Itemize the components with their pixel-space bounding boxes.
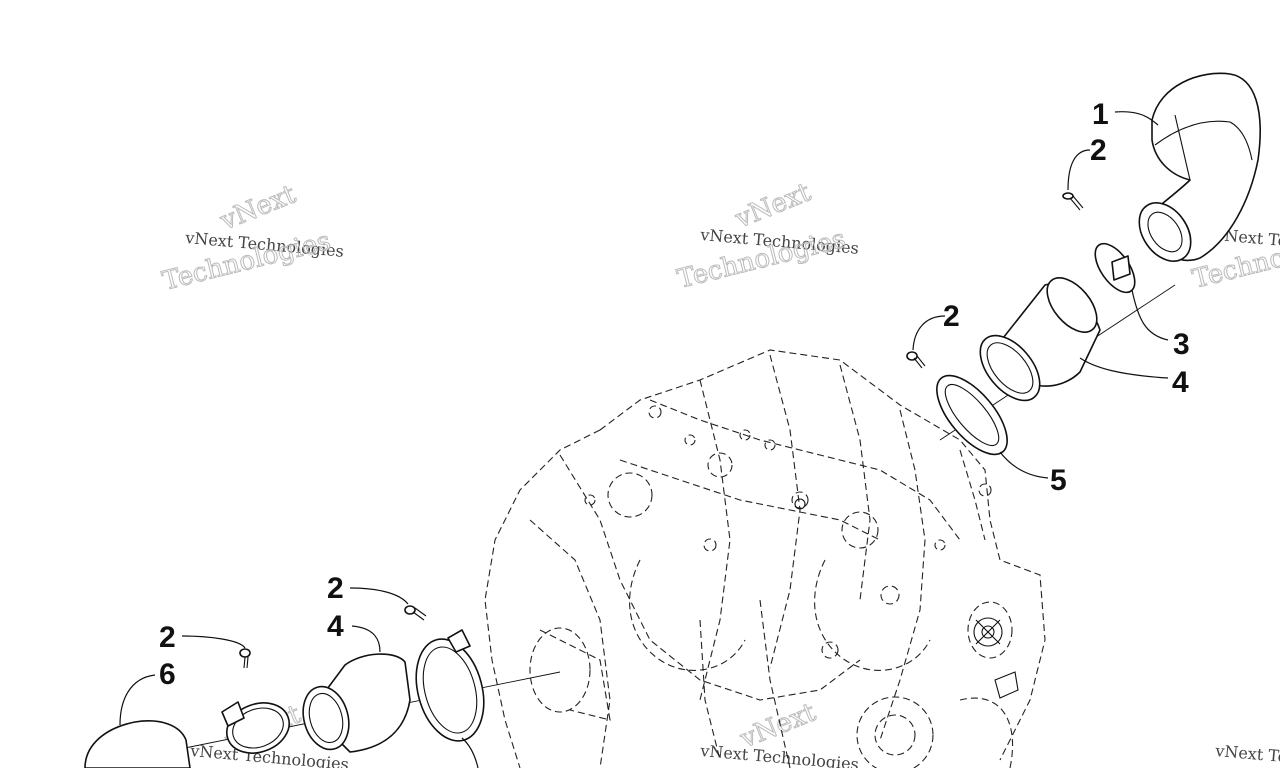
clamp-lower-large: [415, 629, 485, 742]
part-3-clamp: [1094, 242, 1136, 294]
screw-lower-mid: [404, 605, 427, 621]
part-6-filter: [84, 720, 191, 768]
part-4-duct-lower: [302, 653, 411, 753]
callout-2-lower-mid: 2: [327, 572, 344, 605]
screw-mid: [906, 351, 926, 369]
watermark-text-11: vNext Technologies: [699, 741, 860, 768]
callout-2-mid: 2: [943, 300, 960, 333]
callout-labels: 1 2 3 4 2 5 2 4 2 6: [159, 98, 1190, 691]
watermark-text-13: vNext Technologies: [1214, 741, 1280, 768]
callout-4-upper: 4: [1172, 366, 1189, 399]
callout-5: 5: [1050, 464, 1067, 497]
engine-outline: [484, 349, 1046, 768]
engine-details: [794, 498, 1019, 699]
callout-4-lower: 4: [327, 610, 344, 643]
clamp-lower-left: [221, 701, 290, 754]
screw-lower-left: [239, 648, 251, 669]
watermark-text-2: vNext: [215, 179, 300, 237]
part-5-flange: [936, 374, 1008, 456]
callout-2-top: 2: [1090, 134, 1107, 167]
screw-top: [1062, 192, 1084, 211]
part-4-duct-upper: [979, 277, 1101, 402]
callout-3: 3: [1173, 328, 1190, 361]
callout-2-lower-left: 2: [159, 621, 176, 654]
watermark-text-12: vNext: [735, 697, 820, 755]
watermark-text-5: vNext: [730, 177, 815, 235]
callout-1: 1: [1092, 98, 1109, 131]
callout-6: 6: [159, 658, 176, 691]
part-1-intake-boot: [1138, 72, 1261, 262]
leader-lines: [119, 111, 1169, 768]
